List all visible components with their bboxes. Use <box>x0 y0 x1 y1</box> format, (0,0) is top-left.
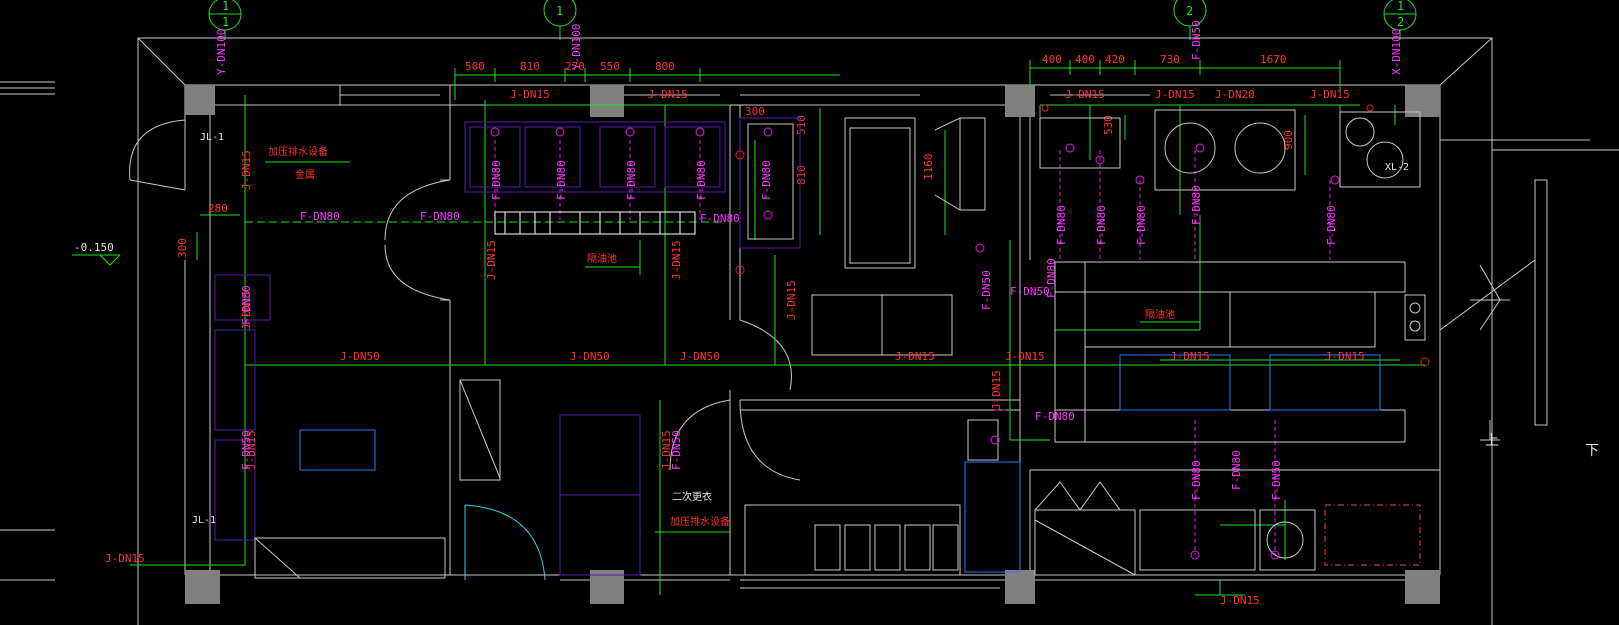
stair-up-label: 上 <box>1485 433 1499 449</box>
pipe-label: J-DN15 <box>1065 88 1105 101</box>
pipe-label-drain: F-DN80 <box>1190 185 1203 225</box>
pipe-label: J-DN15 <box>245 430 258 470</box>
pipe-label: J-DN15 <box>990 370 1003 410</box>
walls <box>0 37 1619 625</box>
dim-text: 280 <box>208 202 228 215</box>
doors <box>129 119 801 581</box>
drain-points <box>490 104 1430 560</box>
pipe-label: J-DN50 <box>570 350 610 363</box>
pipe-label-drain: F-DN50 <box>1270 460 1283 500</box>
axis-bubbles: 1 1 1 2 1 2 <box>208 0 1417 40</box>
dim-text: 1160 <box>922 154 935 181</box>
note-text: 隔油池 <box>1145 308 1175 321</box>
pipe-label: J-DN15 <box>240 150 253 190</box>
pipe-label-drain: F-DN80 <box>1135 205 1148 245</box>
pipe-label: J-DN15 <box>510 88 550 101</box>
pipe-label-drain: F-DN50 <box>1010 285 1050 298</box>
pipe-label: J-DN15 <box>648 88 688 101</box>
pipe-label-drain: F-DN80 <box>1045 258 1058 298</box>
dim-text: 400 <box>1075 53 1095 66</box>
note-text: 金属 <box>295 168 315 181</box>
pipe-label: J-DN15 <box>785 280 798 320</box>
pipe-label: J-DN15 <box>1310 88 1350 101</box>
note-text: 加压排水设备 <box>268 145 328 158</box>
dim-text: 1670 <box>1260 53 1287 66</box>
pipe-label-drain: F-DN80 <box>625 160 638 200</box>
pipe-label: J-DN15 <box>670 240 683 280</box>
pipe-label: J-DN15 <box>1155 88 1195 101</box>
note-text: 加压排水设备 <box>670 515 730 528</box>
dim-text: 810 <box>795 165 808 185</box>
water-supply-pipes <box>130 95 1425 596</box>
pipe-label-drain: F-DN80 <box>420 210 460 223</box>
riser-label: Y-DN100 <box>570 24 583 70</box>
riser-label: JL-1 <box>192 515 216 526</box>
riser-label: X-DN100 <box>1390 29 1403 75</box>
axis-label: 2 <box>1397 15 1404 29</box>
pipe-label-drain: F-DN80 <box>1035 410 1075 423</box>
pipe-label-drain: F-DN80 <box>300 210 340 223</box>
riser-label: Y-DN100 <box>215 29 228 75</box>
dim-text: 810 <box>520 60 540 73</box>
pipe-label: J-DN50 <box>680 350 720 363</box>
axis-label: 1 <box>222 15 229 29</box>
riser-label: XL-2 <box>1385 162 1409 173</box>
pipe-label-drain: F-DN80 <box>760 160 773 200</box>
dim-text: 300 <box>176 238 189 258</box>
pipe-label: J-DN15 <box>1325 350 1365 363</box>
note-text: 隔油池 <box>587 252 617 265</box>
axis-label: 1 <box>222 0 229 13</box>
level-text: -0.150 <box>74 241 114 254</box>
pipe-label-drain: F-DN80 <box>240 285 253 325</box>
pipe-label-drain: F-DN80 <box>490 160 503 200</box>
staircase: 上 下 <box>1404 139 1599 459</box>
dim-text: 510 <box>795 115 808 135</box>
pipe-label-drain: F-DN50 <box>1190 20 1203 60</box>
pipe-label: J-DN15 <box>105 552 145 565</box>
pipe-label-drain: F-DN80 <box>700 212 740 225</box>
level-mark: -0.150 <box>72 241 121 266</box>
dim-text: 400 <box>1042 53 1062 66</box>
dim-text: 530 <box>1102 115 1115 135</box>
structural-columns <box>185 85 1440 604</box>
pipe-label-drain: F-DN80 <box>1055 205 1068 245</box>
dim-text: 730 <box>1160 53 1180 66</box>
pipe-label: J-DN15 <box>240 290 253 330</box>
pipe-label: J-DN15 <box>1005 350 1045 363</box>
pipe-label-drain: F-DN80 <box>555 160 568 200</box>
dim-text: 500 <box>465 60 485 73</box>
pipe-label: J-DN15 <box>660 430 673 470</box>
axis-label: 2 <box>1186 4 1193 18</box>
pipe-label-drain: F-DN80 <box>1190 460 1203 500</box>
annotations: 加压排水设备 金属 隔油池 隔油池 二次更衣 加压排水设备 <box>265 145 1200 528</box>
pipe-label-drain: F-DN80 <box>1230 450 1243 490</box>
pipe-label: J-DN20 <box>1215 88 1255 101</box>
axis-label: 1 <box>556 4 563 18</box>
pipe-label: J-DN15 <box>895 350 935 363</box>
dim-text: 300 <box>745 105 765 118</box>
dim-text: 800 <box>655 60 675 73</box>
pipe-label-drain: F-DN50 <box>980 270 993 310</box>
pipe-label: J-DN15 <box>1170 350 1210 363</box>
dim-text: 270 <box>565 60 585 73</box>
pipe-label-drain: F-DN80 <box>1325 205 1338 245</box>
pipe-label-drain: F-DN80 <box>695 160 708 200</box>
dimensions: 500 810 270 550 800 400 400 420 730 1670… <box>176 53 1341 260</box>
kitchen-equipment <box>214 109 1421 579</box>
stair-down-label: 下 <box>1585 443 1599 459</box>
axis-label: 1 <box>1397 0 1404 13</box>
pipe-label-drain: F-DN80 <box>1095 205 1108 245</box>
pipe-labels: J-DN15 J-DN15 J-DN15 J-DN15 J-DN20 J-DN1… <box>105 20 1409 607</box>
pipe-label: J-DN15 <box>1220 594 1260 607</box>
pipe-label-drain: F-DN50 <box>670 430 683 470</box>
pipe-label-drain: F-DN50 <box>240 430 253 470</box>
dim-text: 550 <box>600 60 620 73</box>
dim-text: 420 <box>1105 53 1125 66</box>
pipe-label: J-DN50 <box>340 350 380 363</box>
riser-label: JL-1 <box>200 132 224 143</box>
pipe-label: J-DN15 <box>485 240 498 280</box>
note-text: 二次更衣 <box>672 490 712 503</box>
